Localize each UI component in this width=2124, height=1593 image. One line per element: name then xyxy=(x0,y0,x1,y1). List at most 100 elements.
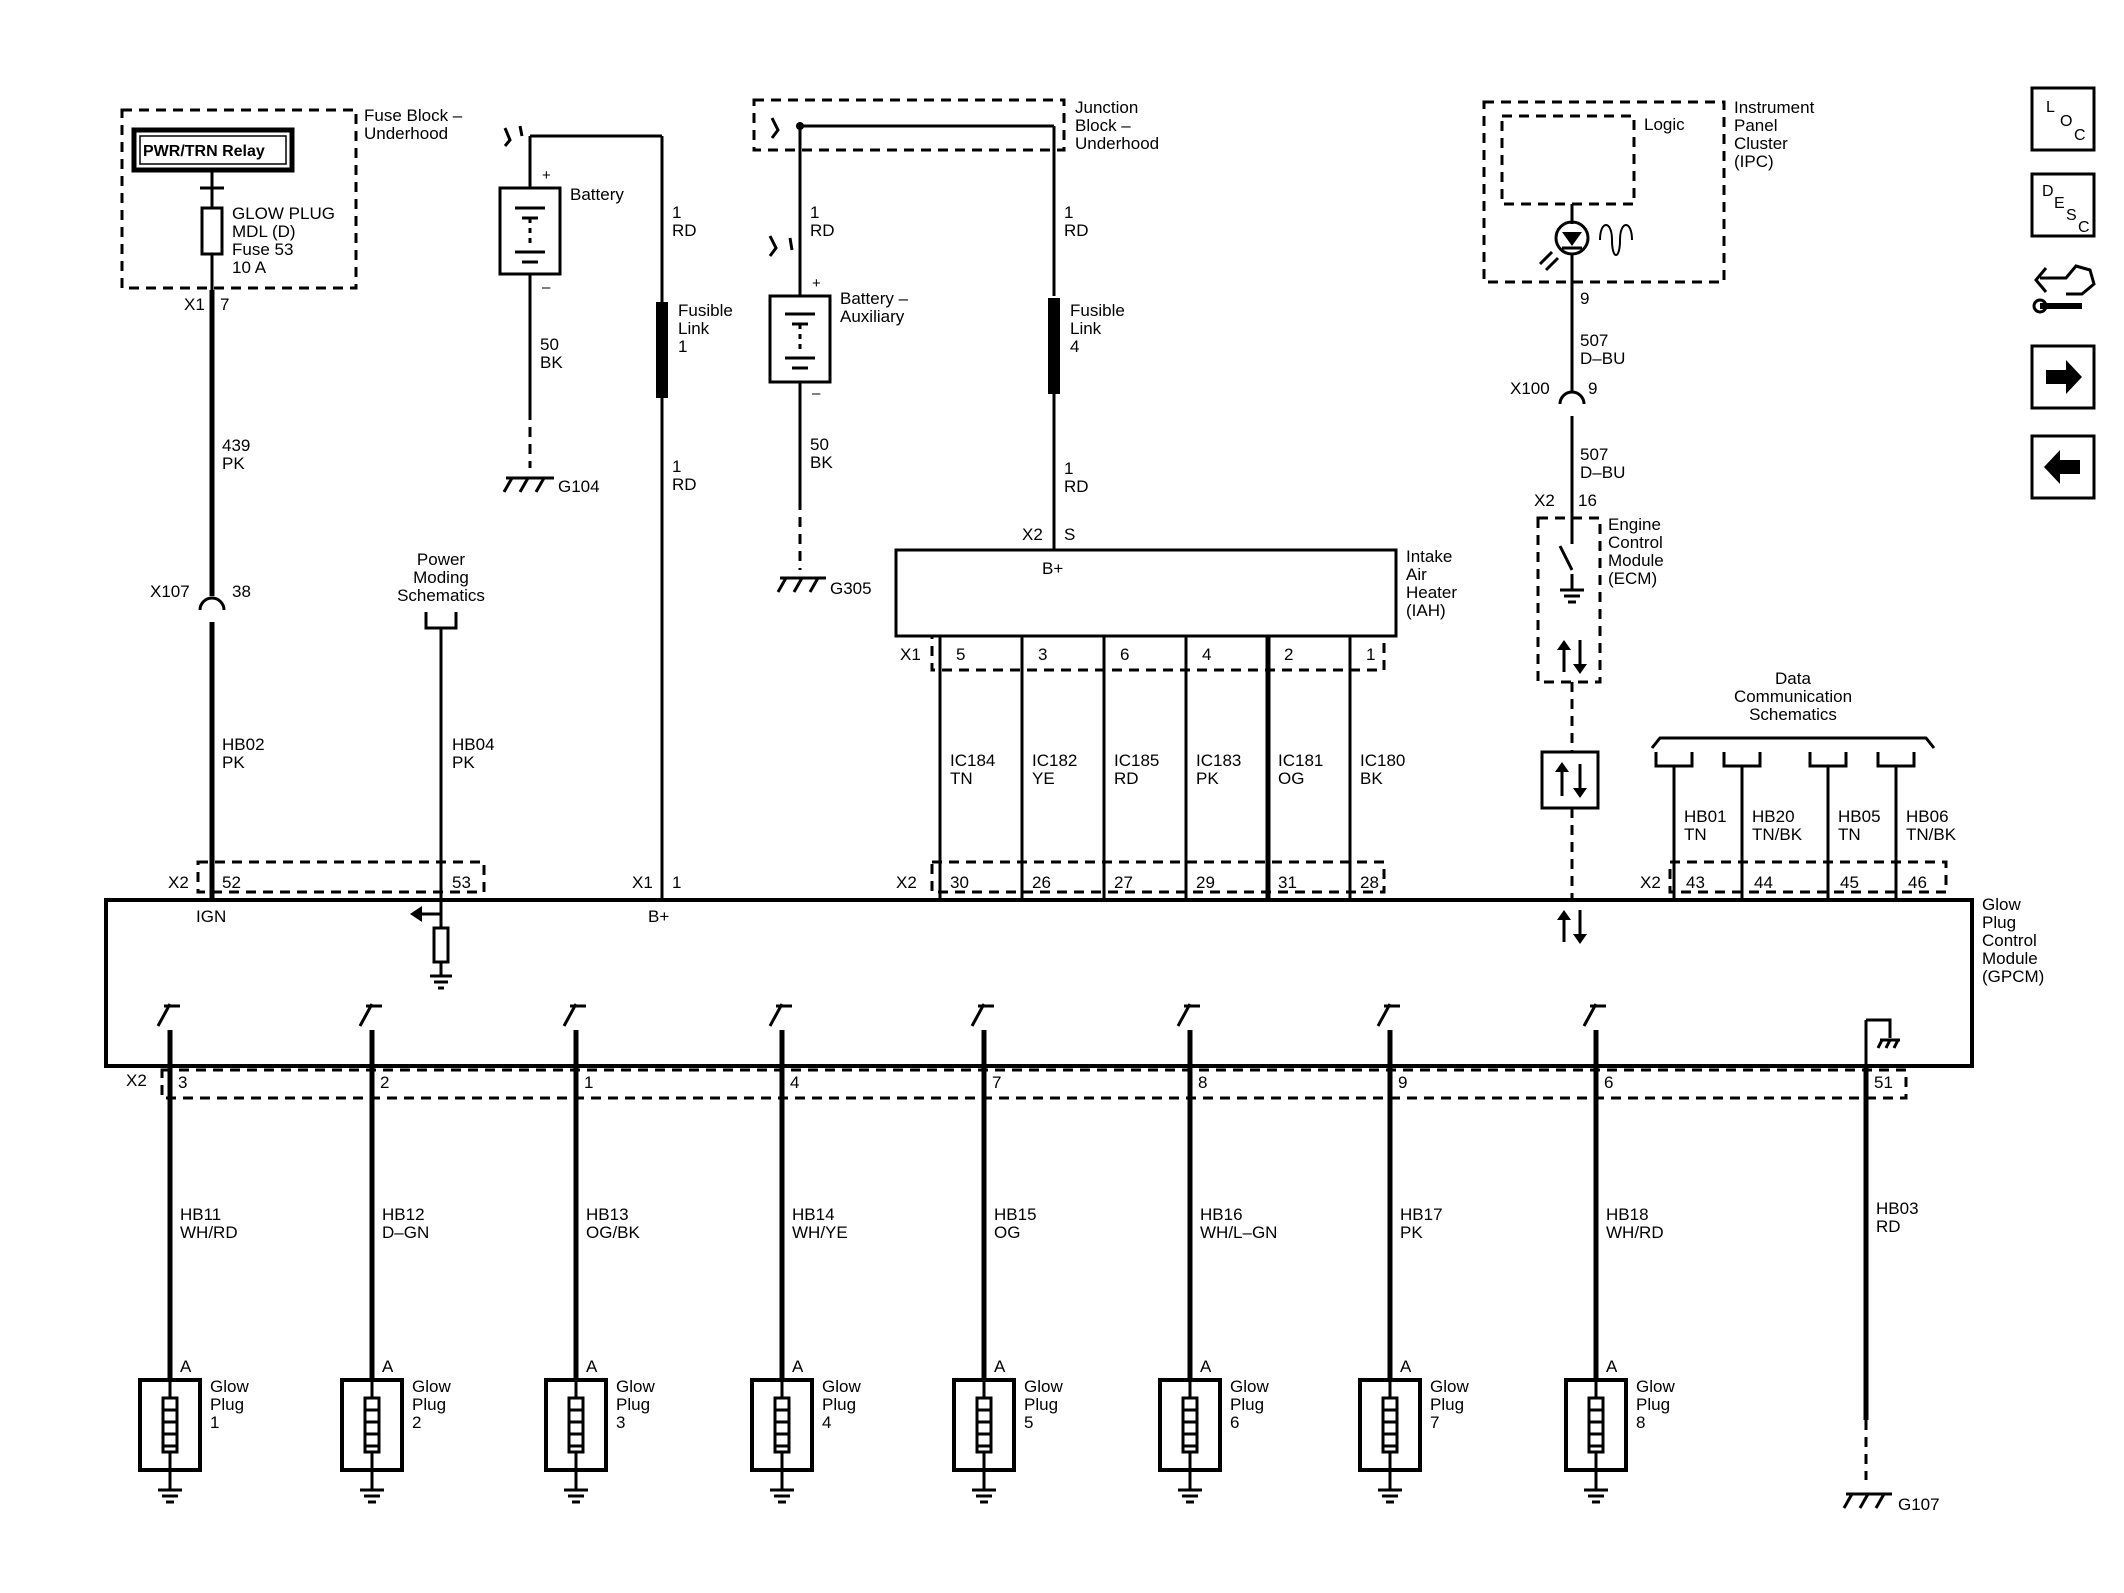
svg-text:X2: X2 xyxy=(896,873,917,892)
svg-text:Communication: Communication xyxy=(1734,687,1852,706)
iah-pin: 6 xyxy=(1120,645,1129,664)
connector-view-icon[interactable] xyxy=(2032,264,2096,314)
gpcm-pin: 30 xyxy=(950,873,969,892)
data-wire-code: HB06 xyxy=(1906,807,1949,826)
iah-wire-code: IC185 xyxy=(1114,751,1159,770)
svg-text:X2: X2 xyxy=(168,873,189,892)
iah-wire-code: IC184 xyxy=(950,751,995,770)
data-link-icon xyxy=(1555,762,1587,798)
arrow-right-icon xyxy=(2046,360,2082,394)
svg-text:RD: RD xyxy=(1064,221,1089,240)
power-moding-ref: Power Moding Schematics HB04 PK xyxy=(397,550,495,900)
svg-text:(IAH): (IAH) xyxy=(1406,601,1446,620)
svg-text:(IPC): (IPC) xyxy=(1734,152,1774,171)
svg-text:9: 9 xyxy=(1580,289,1589,308)
wire-code: HB18 xyxy=(1606,1205,1649,1224)
svg-text:S: S xyxy=(2066,207,2077,224)
svg-text:Cluster: Cluster xyxy=(1734,134,1788,153)
switch-icon xyxy=(1176,1003,1192,1027)
svg-text:C: C xyxy=(2078,219,2090,236)
svg-text:Schematics: Schematics xyxy=(397,586,485,605)
svg-text:+: + xyxy=(812,275,821,292)
data-wire-color: TN xyxy=(1838,825,1861,844)
svg-text:1: 1 xyxy=(1064,203,1073,222)
switch-icon xyxy=(768,1003,784,1027)
data-wire-color: TN/BK xyxy=(1906,825,1957,844)
gpcm-pin: 4 xyxy=(790,1073,799,1092)
svg-text:Auxiliary: Auxiliary xyxy=(840,307,905,326)
terminal-label: A xyxy=(382,1357,394,1376)
svg-text:Link: Link xyxy=(678,319,710,338)
iah-wire-color: PK xyxy=(1196,769,1219,788)
next-page-button[interactable] xyxy=(2030,344,2096,410)
resistor-icon xyxy=(432,926,450,964)
wire-code: HB11 xyxy=(180,1205,221,1224)
svg-text:1: 1 xyxy=(672,203,681,222)
svg-text:B+: B+ xyxy=(1042,559,1063,578)
gpcm-pin: 2 xyxy=(380,1073,389,1092)
intake-air-heater: X2 S B+ Intake Air Heater (IAH) X1 xyxy=(894,525,1457,672)
wire-color: D–GN xyxy=(382,1223,429,1242)
data-connector xyxy=(1654,752,1694,768)
iah-pin: 5 xyxy=(956,645,965,664)
svg-text:(ECM): (ECM) xyxy=(1608,569,1657,588)
battery-label: Battery xyxy=(570,185,624,204)
terminal-label: A xyxy=(1400,1357,1412,1376)
loc-button[interactable]: L O C xyxy=(2030,86,2096,152)
svg-text:439: 439 xyxy=(222,436,250,455)
glow-plug-label: Glow xyxy=(210,1377,249,1396)
glow-plug-circuits: 3HB11WH/RDAGlowPlug12HB12D–GNAGlowPlug21… xyxy=(138,1003,1675,1504)
previous-page-button[interactable] xyxy=(2030,434,2096,500)
fuse-block: Fuse Block – Underhood PWR/TRN Relay GLO… xyxy=(120,106,463,314)
data-communication-ref: Data Communication Schematics xyxy=(1650,669,1936,749)
svg-text:S: S xyxy=(1064,525,1075,544)
heater-element-icon xyxy=(1381,1396,1399,1454)
wire-code: HB17 xyxy=(1400,1205,1443,1224)
data-wire-code: HB01 xyxy=(1684,807,1727,826)
gpcm-pin: 9 xyxy=(1398,1073,1407,1092)
svg-text:9: 9 xyxy=(1588,379,1597,398)
svg-text:–: – xyxy=(812,385,821,402)
iah-pin: 1 xyxy=(1366,645,1375,664)
wire-color: OG xyxy=(994,1223,1020,1242)
desc-button[interactable]: D E S C xyxy=(2030,172,2096,238)
svg-text:HB02: HB02 xyxy=(222,735,265,754)
svg-text:PK: PK xyxy=(222,753,245,772)
arrow-left-icon xyxy=(2044,450,2080,484)
svg-text:52: 52 xyxy=(222,873,241,892)
gpcm-pin: 8 xyxy=(1198,1073,1207,1092)
ground-g104: G104 xyxy=(558,477,600,496)
svg-text:Plug: Plug xyxy=(1024,1395,1058,1414)
terminal-label: A xyxy=(586,1357,598,1376)
wire-code: HB15 xyxy=(994,1205,1037,1224)
svg-text:X2: X2 xyxy=(1640,873,1661,892)
svg-text:RD: RD xyxy=(672,221,697,240)
terminal-label: A xyxy=(1606,1357,1618,1376)
svg-text:Plug: Plug xyxy=(1430,1395,1464,1414)
svg-text:Schematics: Schematics xyxy=(1749,705,1837,724)
heater-element-icon xyxy=(975,1396,993,1454)
wire-color: OG/BK xyxy=(586,1223,641,1242)
svg-text:2: 2 xyxy=(412,1413,421,1432)
gpcm-pin: 26 xyxy=(1032,873,1051,892)
relay-label: PWR/TRN Relay xyxy=(143,143,265,160)
svg-text:Data: Data xyxy=(1775,669,1811,688)
svg-text:Power: Power xyxy=(417,550,466,569)
svg-text:Plug: Plug xyxy=(1636,1395,1670,1414)
x107-connector xyxy=(198,596,226,611)
wire-color: WH/L–GN xyxy=(1200,1223,1277,1242)
fuse-block-title: Fuse Block – xyxy=(364,106,463,125)
iah-wire-color: RD xyxy=(1114,769,1139,788)
heater-element-icon xyxy=(161,1396,179,1454)
data-link-icon xyxy=(1557,640,1587,674)
svg-text:Instrument: Instrument xyxy=(1734,98,1815,117)
svg-text:Underhood: Underhood xyxy=(1075,134,1159,153)
svg-text:X1: X1 xyxy=(900,645,921,664)
gpcm-pin: 45 xyxy=(1840,873,1859,892)
data-wire-code: HB20 xyxy=(1752,807,1795,826)
gpcm-pin: 31 xyxy=(1278,873,1297,892)
